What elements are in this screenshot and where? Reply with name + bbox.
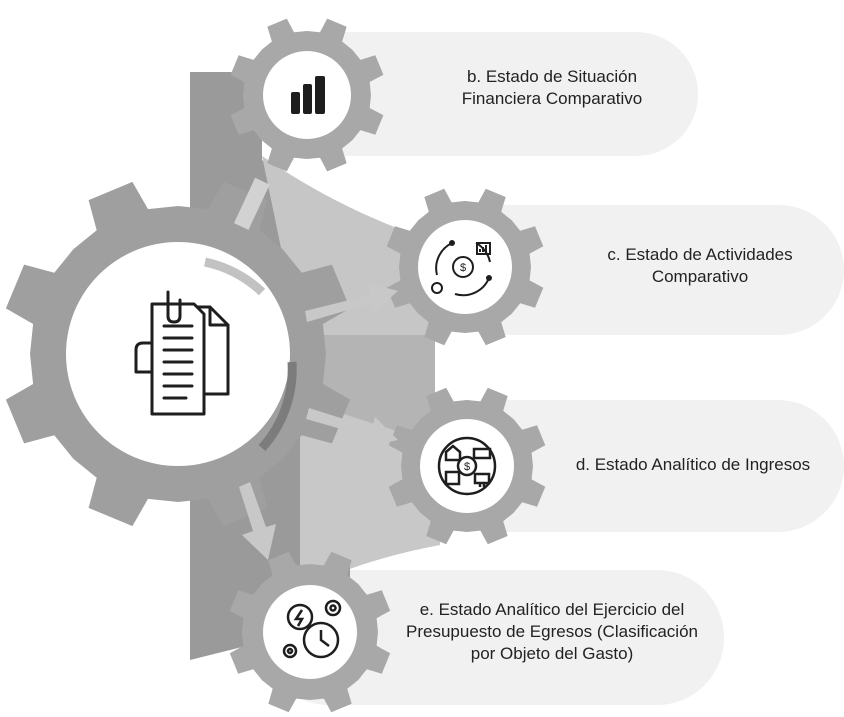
svg-text:$: $ bbox=[464, 461, 470, 473]
g-e-hub bbox=[263, 585, 357, 679]
step-d-line-1: d. Estado Analítico de Ingresos bbox=[575, 455, 811, 474]
bar-chart-icon bbox=[291, 76, 325, 114]
step-c-label: c. Estado de Actividades Comparativo bbox=[574, 244, 826, 288]
expenses-time-icon bbox=[282, 599, 342, 659]
step-d-label: d. Estado Analítico de Ingresos bbox=[546, 454, 840, 476]
main-gear-arc-dark bbox=[258, 361, 297, 452]
arrow-to-d bbox=[306, 408, 398, 447]
step-c-line-1: c. Estado de Actividades bbox=[607, 245, 793, 264]
step-e-line-1: e. Estado Analítico del Ejercicio del bbox=[419, 600, 685, 619]
documents-icon bbox=[134, 290, 230, 416]
step-b-line-2: Financiera Comparativo bbox=[461, 89, 643, 108]
step-c-line-2: Comparativo bbox=[651, 267, 749, 286]
step-b-label: b. Estado de Situación Financiera Compar… bbox=[420, 66, 684, 110]
band-middle bbox=[300, 335, 435, 445]
step-e-label: e. Estado Analítico del Ejercicio del Pr… bbox=[394, 599, 710, 665]
arrow-to-e bbox=[239, 482, 276, 560]
step-d-gear bbox=[388, 387, 546, 545]
svg-text:$: $ bbox=[460, 262, 466, 274]
arrow-to-b bbox=[233, 177, 270, 230]
income-sources-icon: $ bbox=[437, 436, 497, 496]
step-e-gear bbox=[229, 551, 391, 713]
step-e-line-2: Presupuesto de Egresos (Clasificación bbox=[406, 622, 698, 641]
main-gear-arc-light bbox=[203, 257, 266, 296]
step-b-line-1: b. Estado de Situación bbox=[466, 67, 638, 86]
money-cycle-icon: $ bbox=[431, 240, 492, 297]
step-e-line-3: por Objeto del Gasto) bbox=[470, 644, 634, 663]
arrow-to-c bbox=[305, 283, 398, 322]
g-d-hub bbox=[420, 419, 514, 513]
